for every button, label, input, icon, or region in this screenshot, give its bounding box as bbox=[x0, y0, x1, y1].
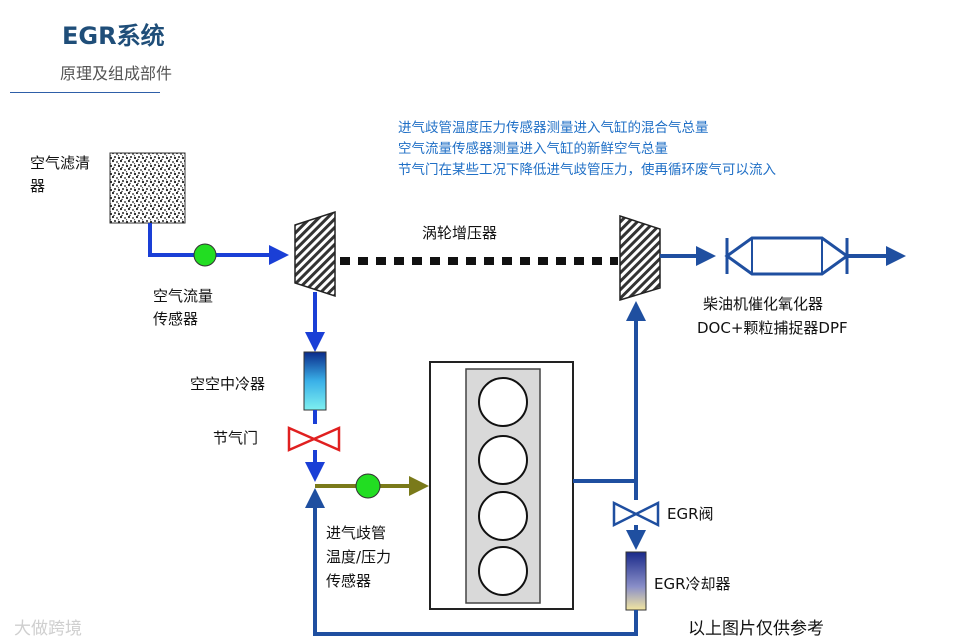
doc-dpf-unit bbox=[724, 236, 850, 276]
label-maf-line1: 空气流量 bbox=[153, 287, 214, 305]
egr-cooler bbox=[625, 551, 647, 611]
label-map-line2: 温度/压力 bbox=[326, 548, 392, 566]
label-aftertreatment-line2: DOC+颗粒捕捉器DPF bbox=[697, 319, 848, 337]
egr-valve-icon bbox=[612, 500, 639, 528]
label-turbocharger: 涡轮增压器 bbox=[422, 224, 498, 242]
map-sensor bbox=[355, 473, 381, 499]
maf-sensor bbox=[193, 243, 217, 267]
page-subtitle: 原理及组成部件 bbox=[60, 64, 173, 83]
title-divider bbox=[10, 92, 160, 93]
turbine-icon bbox=[619, 214, 661, 302]
label-air-filter-line1: 空气滤清 bbox=[30, 154, 91, 172]
intake-pipe bbox=[148, 223, 289, 265]
cylinder bbox=[478, 435, 528, 485]
footer-disclaimer: 以上图片仅供参考 bbox=[688, 619, 824, 639]
egr-return-pipe bbox=[305, 488, 638, 636]
cylinder bbox=[478, 546, 528, 596]
label-aftertreatment-line1: 柴油机催化氧化器 bbox=[703, 295, 824, 313]
label-maf-line2: 传感器 bbox=[153, 310, 199, 328]
cylinder bbox=[478, 491, 528, 541]
compressor-icon bbox=[294, 210, 336, 298]
page-title: EGR系统 bbox=[62, 22, 165, 50]
egr-valve-icon-right bbox=[633, 500, 660, 528]
note-line: 节气门在某些工况下降低进气歧管压力，使再循环废气可以流入 bbox=[398, 162, 776, 178]
label-egr-valve: EGR阀 bbox=[667, 505, 714, 523]
label-throttle: 节气门 bbox=[213, 429, 259, 447]
air-filter bbox=[109, 152, 186, 224]
label-air-filter-line2: 器 bbox=[30, 177, 46, 195]
watermark: 大做跨境 bbox=[14, 619, 82, 639]
notes-block: 进气歧管温度压力传感器测量进入气缸的混合气总量 空气流量传感器测量进入气缸的新鲜… bbox=[398, 118, 776, 181]
throttle-valve-icon-right bbox=[310, 426, 341, 452]
label-map-line3: 传感器 bbox=[326, 572, 372, 590]
note-line: 空气流量传感器测量进入气缸的新鲜空气总量 bbox=[398, 141, 668, 157]
label-map-line1: 进气歧管 bbox=[326, 524, 387, 542]
intercooler bbox=[303, 351, 327, 411]
label-intercooler: 空空中冷器 bbox=[190, 375, 266, 393]
cylinder bbox=[478, 377, 528, 427]
note-line: 进气歧管温度压力传感器测量进入气缸的混合气总量 bbox=[398, 120, 709, 136]
throttle-valve-icon bbox=[287, 426, 318, 452]
label-egr-cooler: EGR冷却器 bbox=[654, 575, 731, 593]
